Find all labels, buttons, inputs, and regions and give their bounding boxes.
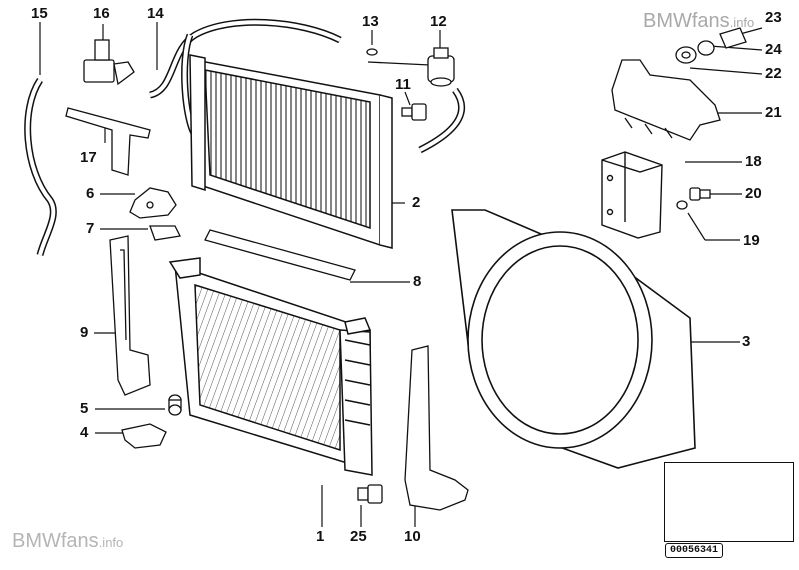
label-part-15: 15 [31, 5, 48, 22]
label-part-12: 12 [430, 13, 447, 30]
label-part-18: 18 [745, 153, 762, 170]
label-part-14: 14 [147, 5, 164, 22]
watermark-bottom-left: BMWfans.info [12, 530, 123, 553]
watermark-top-right: BMWfans.info [643, 10, 754, 33]
label-part-9: 9 [80, 324, 89, 341]
label-part-10: 10 [404, 528, 421, 545]
watermark-brand: BMWfans [12, 530, 99, 552]
label-part-7: 7 [86, 220, 95, 237]
label-part-4: 4 [80, 424, 89, 441]
label-part-1: 1 [316, 528, 325, 545]
label-part-8: 8 [413, 273, 422, 290]
vehicle-location-inset [664, 462, 794, 542]
label-part-11: 11 [395, 76, 411, 93]
label-part-3: 3 [742, 333, 751, 350]
label-part-20: 20 [745, 185, 762, 202]
label-part-16: 16 [93, 5, 110, 22]
label-part-24: 24 [765, 41, 782, 58]
watermark-suffix: .info [729, 15, 755, 30]
label-part-23: 23 [765, 9, 782, 26]
label-part-17: 17 [80, 149, 97, 166]
leader-lines [39, 22, 763, 527]
watermark-suffix: .info [98, 535, 124, 550]
label-part-2: 2 [412, 194, 421, 211]
diagram-code: 00056341 [665, 543, 724, 558]
label-part-13: 13 [362, 13, 379, 30]
watermark-brand: BMWfans [643, 10, 730, 32]
label-part-25: 25 [350, 528, 367, 545]
label-part-6: 6 [86, 185, 95, 202]
label-part-5: 5 [80, 400, 89, 417]
label-part-22: 22 [765, 65, 782, 82]
label-part-21: 21 [765, 104, 782, 121]
label-part-19: 19 [743, 232, 760, 249]
